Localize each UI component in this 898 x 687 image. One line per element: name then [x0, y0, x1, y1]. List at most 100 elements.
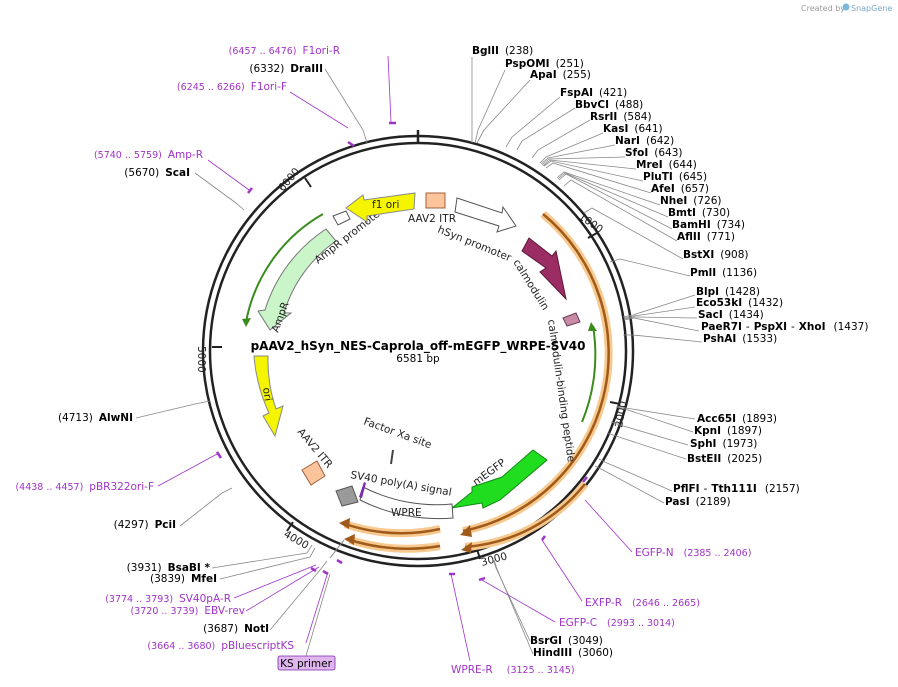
primer-exfp-r-name: EXFP-R [585, 597, 622, 609]
enzyme-mfei-pos: (3839) [150, 573, 185, 585]
sv40-polya-marker [359, 482, 366, 498]
enzyme-mrei-name: MreI [636, 159, 663, 171]
primer-egfp-n-range: (2385 .. 2406) [684, 548, 752, 559]
enzyme-alwni-pos: (4713) [58, 412, 93, 424]
enzyme-sfoi-name: SfoI [625, 147, 648, 159]
enzyme-pspomi-pos: (251) [556, 58, 584, 70]
svg-text:BbvCI(488): BbvCI (488) [575, 99, 643, 111]
enzyme-tth111i-name: Tth111I [711, 483, 756, 495]
aav2-itr-bottom-box [301, 460, 326, 486]
svg-text:(3720 .. 3739)EBV-rev: (3720 .. 3739)EBV-rev [131, 605, 246, 617]
ampr-arrow [257, 228, 337, 331]
primer-f1ori-r-name: F1ori-R [303, 45, 340, 57]
enzyme-bmti-name: BmtI [668, 207, 696, 219]
svg-text:FspAI(421): FspAI(421) [560, 87, 627, 99]
enzyme-pspomi-name: PspOMI [505, 58, 550, 70]
ampr-outline-arc [245, 213, 324, 323]
enzyme-pflfi-name: PflFI [673, 483, 700, 495]
svg-text:EGFP-N(2385 .. 2406): EGFP-N(2385 .. 2406) [635, 547, 751, 559]
primer-ebv-rev-range: (3720 .. 3739) [131, 606, 199, 617]
feature-aav2-itr-top: AAV2 ITR [408, 213, 456, 225]
feature-factor-xa: Factor Xa site [362, 416, 433, 452]
tick-label-3000: 3000 [480, 550, 509, 569]
enzyme-mrei-pos: (644) [669, 159, 697, 171]
enzyme-leader-lines-right [471, 57, 703, 655]
enzyme-kasi-name: KasI [603, 123, 628, 135]
f1-ori-arrow [345, 192, 416, 223]
enzyme-nhei-pos: (726) [693, 195, 721, 207]
svg-text:KpnI(1897): KpnI(1897) [694, 425, 762, 437]
primer-pbluescriptks-range: (3664 .. 3680) [147, 641, 215, 652]
svg-text:PasI(2189): PasI(2189) [665, 496, 731, 508]
enzyme-draiii-pos: (6332) [249, 63, 284, 75]
svg-text:PflFI-Tth111I(2157): PflFI-Tth111I(2157) [673, 483, 800, 495]
enzyme-draiii-name: DraIII [290, 63, 323, 75]
enzyme-bbvci-name: BbvCI [575, 99, 609, 111]
enzyme-bbvci-pos: (488) [615, 99, 643, 111]
svg-text:SacI(1434): SacI(1434) [698, 309, 764, 321]
enzyme-scai-name: ScaI [165, 167, 190, 179]
enzyme-eco53ki-pos: (1432) [748, 297, 783, 309]
watermark-brand: SnapGene [851, 4, 892, 13]
enzyme-acc65i-name: Acc65I [697, 413, 736, 425]
enzyme-blpi-name: BlpI [696, 286, 719, 298]
enzyme-bsrgi-name: BsrGI [530, 635, 562, 647]
primer-pbr322ori-f-name: pBR322ori-F [89, 481, 154, 493]
wpre-arrow [359, 486, 454, 520]
tick-mark-3000 [476, 548, 481, 560]
svg-text:EXFP-R(2646 .. 2665): EXFP-R (2646 .. 2665) [585, 597, 700, 609]
svg-text:RsrII(584): RsrII(584) [590, 111, 652, 123]
enzyme-acc65i-pos: (1893) [742, 413, 777, 425]
svg-text:BglII(238): BglII(238) [472, 45, 533, 57]
hsyn-promoter-arrow [454, 197, 517, 233]
enzyme-aflii-pos: (771) [707, 231, 735, 243]
primer-sv40pa-r-range: (3774 .. 3793) [105, 594, 173, 605]
svg-text:KasI(641): KasI(641) [603, 123, 663, 135]
calmodulin-arrow [521, 237, 567, 301]
enzyme-pasi-pos: (2189) [696, 496, 731, 508]
enzyme-sphi-name: SphI [690, 438, 716, 450]
enzyme-pluti-pos: (645) [679, 171, 707, 183]
primer-markers [215, 121, 588, 582]
enzyme-saci-name: SacI [698, 309, 723, 321]
enzyme-bamhi-name: BamHI [672, 219, 711, 231]
tick-mark-6000 [304, 177, 312, 188]
orf-frame-small-b-arrow [344, 534, 355, 545]
svg-text:(5740 .. 5759)Amp-R: (5740 .. 5759)Amp-R [94, 149, 203, 161]
plasmid-name: pAAV2_hSyn_NES-Caprola_off-mEGFP_WRPE-SV… [251, 339, 586, 354]
enzyme-rsrii-name: RsrII [590, 111, 617, 123]
svg-text:(4713)AlwNI: (4713)AlwNI [58, 412, 133, 424]
enzyme-hindiii-name: HindIII [533, 647, 572, 659]
enzyme-aflii-name: AflII [677, 231, 701, 243]
enzyme-pluti-name: PluTI [643, 171, 673, 183]
svg-text:AflII(771): AflII (771) [677, 231, 735, 243]
enzyme-pcii-pos: (4297) [114, 519, 149, 531]
primer-f1ori-f-name: F1ori-F [251, 81, 287, 93]
cbp-small-box [562, 312, 581, 327]
enzyme-leader-lines-left [135, 68, 368, 631]
enzyme-noti-name: NotI [244, 623, 269, 635]
feature-f1ori: f1 ori [372, 199, 399, 211]
enzyme-fspai-pos: (421) [599, 87, 627, 99]
svg-text:BsrGI(3049): BsrGI(3049) [530, 635, 603, 647]
svg-text:PshAI(1533): PshAI(1533) [703, 333, 777, 345]
orf-frame-small-b [349, 538, 441, 550]
svg-text:HindIII(3060): HindIII(3060) [533, 647, 613, 659]
tick-mark-2000 [609, 401, 621, 405]
watermark-prefix: Created by [801, 4, 845, 13]
enzyme-tth111i-pos: (2157) [765, 483, 800, 495]
enzyme-bsteii-name: BstEII [687, 453, 721, 465]
ks-primer-badge [277, 655, 336, 671]
primer-wpre-r-range: (3125 .. 3145) [507, 665, 575, 676]
svg-text:(6457 .. 6476)F1ori-R: (6457 .. 6476)F1ori-R [229, 45, 340, 57]
svg-text:BstEII(2025): BstEII(2025) [687, 453, 762, 465]
enzyme-bsabi-name: BsaBI * [168, 562, 211, 574]
primer-egfp-c-range: (2993 .. 3014) [607, 618, 675, 629]
enzyme-afei-name: AfeI [651, 183, 675, 195]
svg-text:(3687)NotI: (3687)NotI [203, 623, 269, 635]
primer-exfp-r-range: (2646 .. 2665) [632, 598, 700, 609]
svg-text:PaeR7I-PspXI-XhoI(1437): PaeR7I-PspXI-XhoI(1437) [701, 321, 868, 333]
enzyme-pmli-pos: (1136) [722, 267, 757, 279]
svg-text:(3774 .. 3793)SV40pA-R: (3774 .. 3793)SV40pA-R [105, 593, 231, 605]
svg-text:MreI(644): MreI (644) [636, 159, 697, 171]
